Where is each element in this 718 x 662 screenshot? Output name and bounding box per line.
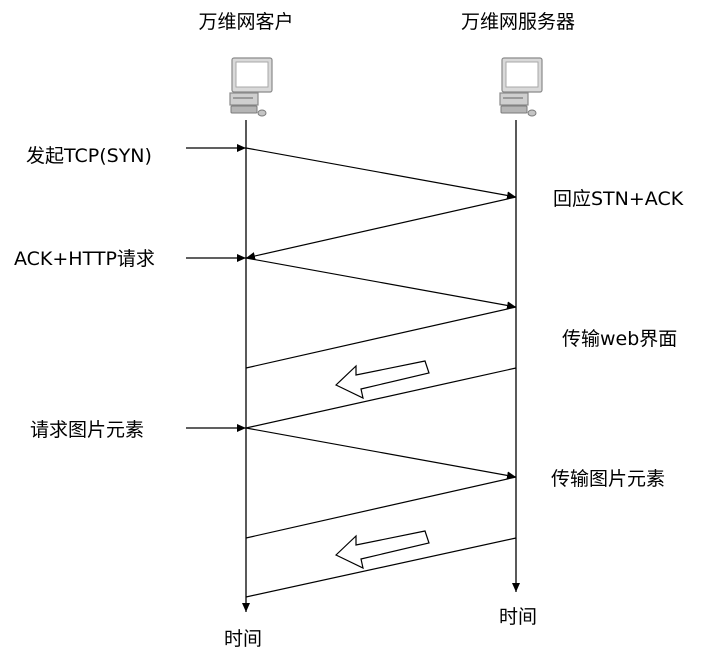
syn-ack-message xyxy=(245,196,517,260)
transfer-images-label: 传输图片元素 xyxy=(551,468,665,490)
web-transfer-end-line xyxy=(245,367,517,429)
image-transfer-start-line xyxy=(245,476,517,539)
syn-message xyxy=(245,147,517,200)
web-transfer-start-line xyxy=(245,306,517,369)
ack-http-message xyxy=(245,257,517,310)
transfer-direction-arrow-icon xyxy=(334,360,430,400)
computer-icon xyxy=(229,57,273,117)
server-header: 万维网服务器 xyxy=(461,11,575,33)
transfer-web-label: 传输web界面 xyxy=(562,328,677,350)
syn-label: 发起TCP(SYN) xyxy=(26,145,152,167)
client-time-label: 时间 xyxy=(224,628,262,650)
syn-ack-label: 回应STN+ACK xyxy=(553,188,684,210)
transfer-direction-arrow-icon xyxy=(334,530,430,570)
image-transfer-end-line xyxy=(245,537,517,598)
request-images-message xyxy=(245,427,517,480)
computer-icon xyxy=(499,57,543,117)
server-time-label: 时间 xyxy=(499,606,537,628)
ack-http-label: ACK+HTTP请求 xyxy=(14,248,155,270)
client-header: 万维网客户 xyxy=(198,11,293,33)
request-images-label: 请求图片元素 xyxy=(30,419,144,441)
